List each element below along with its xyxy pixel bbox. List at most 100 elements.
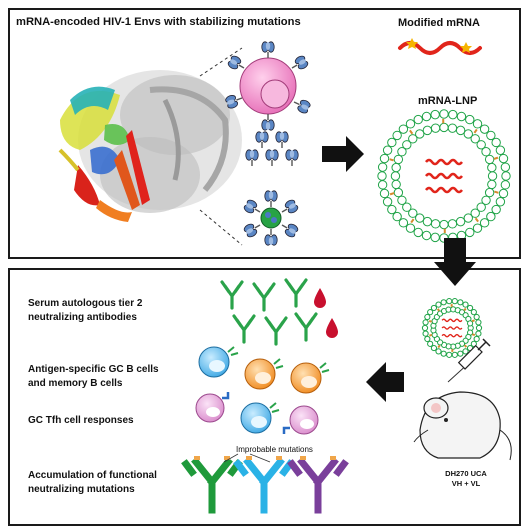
mrna-strand bbox=[441, 318, 463, 323]
lipid-bead bbox=[430, 232, 440, 243]
improbable-mutations-label: Improbable mutations bbox=[236, 445, 313, 454]
lipid-bead bbox=[479, 218, 490, 228]
lipid-bead bbox=[422, 216, 433, 227]
lipid-bead bbox=[424, 313, 431, 321]
lipid-bead bbox=[451, 351, 458, 358]
lipid-bead bbox=[472, 223, 483, 233]
lipid-bead bbox=[491, 204, 501, 215]
lipid-nanoparticle-small bbox=[421, 298, 483, 358]
lipid-bead bbox=[398, 218, 409, 228]
lipid-bead bbox=[495, 145, 506, 155]
lipid-bead bbox=[451, 298, 458, 305]
dashed-line-bottom bbox=[199, 209, 243, 246]
mrna-strand bbox=[425, 186, 463, 194]
mouse-label-line1: DH270 UCA bbox=[445, 469, 487, 478]
gc-b-label-line1: Antigen-specific GC B cells bbox=[28, 364, 159, 375]
lipid-bead bbox=[427, 340, 434, 347]
lipid-bead bbox=[491, 137, 501, 148]
lipid-bead bbox=[421, 230, 432, 241]
lipid-bead bbox=[430, 123, 441, 133]
lipid-bead bbox=[435, 301, 442, 308]
lipid-bead bbox=[408, 208, 418, 218]
lipid-bead bbox=[413, 227, 423, 238]
lipid-bead bbox=[392, 211, 402, 222]
lipid-bead bbox=[475, 319, 482, 326]
lipid-linker bbox=[472, 333, 476, 337]
lipid-bead bbox=[500, 162, 511, 172]
serum-label-line1: Serum autologous tier 2 bbox=[28, 298, 143, 309]
lipid-bead bbox=[446, 298, 453, 305]
modified-mrna-icon bbox=[398, 38, 482, 55]
lipid-bead bbox=[430, 219, 441, 229]
lipid-bead bbox=[466, 320, 474, 327]
lipid-bead bbox=[463, 213, 473, 223]
gc-b-cells bbox=[198, 346, 330, 434]
lipid-bead bbox=[476, 202, 486, 212]
lipid-linker bbox=[409, 129, 414, 135]
lipid-nanoparticle bbox=[377, 109, 511, 243]
lipid-bead bbox=[379, 188, 390, 199]
lipid-bead bbox=[427, 309, 434, 316]
lipid-bead bbox=[379, 153, 390, 164]
mrna-strand bbox=[441, 326, 463, 330]
lipid-bead bbox=[397, 147, 407, 157]
arrow-right-icon bbox=[322, 136, 364, 172]
lipid-bead bbox=[463, 129, 473, 139]
lipid-bead bbox=[390, 171, 401, 181]
env-protein-structure bbox=[58, 70, 242, 222]
lipid-bead bbox=[440, 299, 447, 306]
dashed-line-top bbox=[199, 47, 243, 77]
gc-b-label-line2: and memory B cells bbox=[28, 378, 123, 389]
lipid-bead bbox=[415, 213, 425, 223]
mrna-strand bbox=[425, 172, 463, 180]
lipid-bead bbox=[470, 208, 480, 218]
lipid-bead bbox=[466, 304, 474, 312]
lipid-bead bbox=[462, 301, 469, 308]
lipid-bead bbox=[475, 324, 483, 332]
lipid-bead bbox=[500, 180, 511, 190]
lipid-bead bbox=[465, 227, 475, 238]
lipid-bead bbox=[447, 219, 458, 229]
lipid-linker bbox=[473, 128, 478, 134]
lipid-bead bbox=[422, 330, 429, 337]
lipid-bead bbox=[424, 335, 431, 343]
lipid-bead bbox=[470, 340, 477, 347]
lipid-bead bbox=[448, 109, 458, 120]
lipid-bead bbox=[498, 188, 509, 199]
tfh-label: GC Tfh cell responses bbox=[28, 415, 134, 426]
mrna-lnp-label: mRNA-LNP bbox=[418, 95, 477, 107]
lipid-bead bbox=[439, 122, 449, 133]
arrow-left-icon bbox=[366, 362, 404, 402]
lipid-linker bbox=[437, 344, 441, 349]
lipid-bead bbox=[456, 111, 467, 122]
lipid-bead bbox=[473, 313, 480, 321]
lipid-bead bbox=[495, 197, 506, 207]
lipid-bead bbox=[398, 124, 409, 134]
lipid-bead bbox=[422, 125, 433, 136]
lipid-linker bbox=[493, 156, 499, 160]
lipid-bead bbox=[481, 147, 491, 157]
lipid-bead bbox=[501, 171, 511, 181]
lipid-bead bbox=[415, 129, 425, 139]
accum-label-line1: Accumulation of functional bbox=[28, 470, 157, 481]
lipid-linker bbox=[471, 319, 475, 323]
lipid-bead bbox=[402, 202, 412, 212]
lipid-bead bbox=[484, 187, 495, 198]
mouse-label-line2: VH + VL bbox=[452, 479, 481, 488]
lipid-bead bbox=[479, 124, 490, 134]
lipid-linker bbox=[389, 192, 395, 196]
lipid-bead bbox=[430, 304, 438, 312]
top-panel-title: mRNA-encoded HIV-1 Envs with stabilizing… bbox=[16, 16, 301, 28]
lipid-bead bbox=[421, 324, 429, 332]
soluble-env-trimers bbox=[245, 131, 299, 167]
lipid-linker bbox=[429, 333, 433, 337]
lipid-linker bbox=[474, 217, 479, 223]
lipid-bead bbox=[487, 171, 498, 181]
lipid-linker bbox=[463, 344, 468, 348]
serum-antibodies bbox=[220, 278, 318, 346]
lipid-linker bbox=[436, 308, 441, 312]
lipid-bead bbox=[447, 123, 458, 133]
lipid-bead bbox=[481, 195, 491, 205]
lipid-bead bbox=[487, 162, 497, 173]
lipid-bead bbox=[487, 179, 497, 190]
